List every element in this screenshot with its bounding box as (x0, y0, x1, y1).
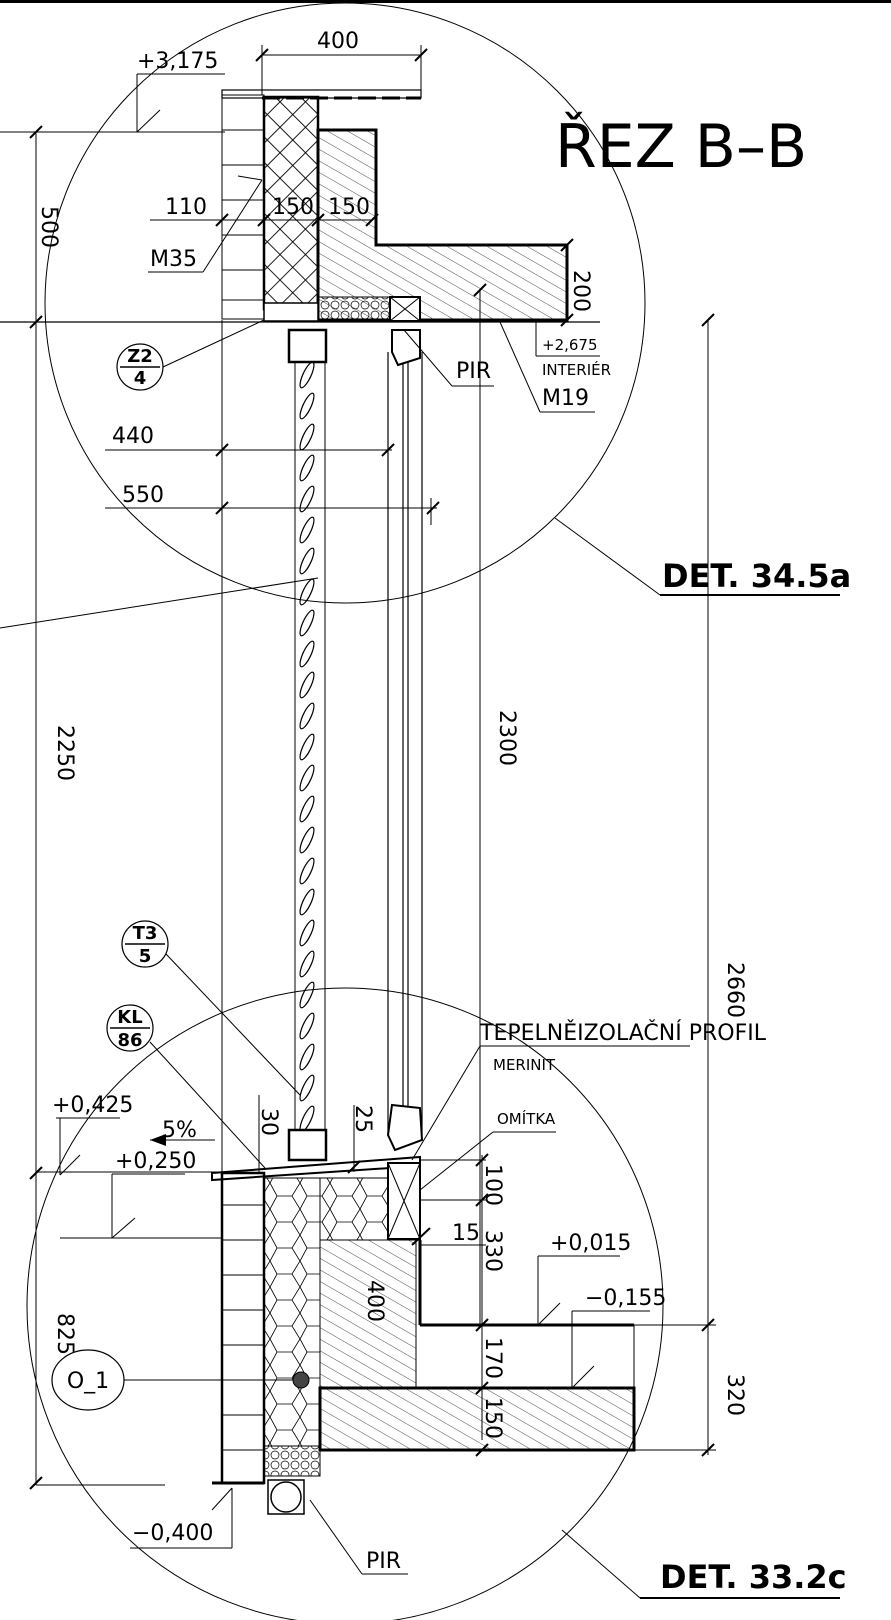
blind-slat (299, 454, 315, 482)
blind-slat (299, 640, 315, 668)
blind-slat (299, 671, 315, 699)
pir-strip-top (317, 296, 391, 322)
blind-slat (299, 516, 315, 544)
level-sill: +0,425 (52, 1093, 133, 1118)
o1-marker-dot (292, 1371, 310, 1389)
o1-bubble (51, 1349, 125, 1411)
dim-400: 400 (317, 29, 359, 54)
drain-pipe (270, 1481, 302, 1513)
dim-100: 100 (480, 1164, 505, 1206)
interior-note: INTERIÉR (542, 360, 611, 379)
dim-150c: 150 (480, 1397, 505, 1439)
blind-leader (0, 577, 319, 629)
label-m19: M19 (542, 386, 589, 411)
dim-150a: 150 (272, 195, 314, 220)
blind-slat (299, 361, 315, 389)
label-profile: TEPELNĚIZOLAČNÍ PROFIL (479, 1020, 767, 1046)
blind-box-top (287, 328, 328, 364)
label-m35: M35 (150, 247, 197, 272)
det-bottom-leader (561, 1529, 641, 1599)
drain-box (267, 1479, 305, 1515)
level-top-parapet: +3,175 (137, 49, 218, 74)
blind-slat (299, 1043, 315, 1071)
label-merinit: MERINIT (493, 1056, 556, 1074)
facade-cladding-top (221, 94, 265, 320)
blind-slat (299, 423, 315, 451)
level-interior: +2,675 (542, 336, 598, 354)
dim-440: 440 (112, 424, 154, 449)
blind-slat (299, 981, 315, 1009)
dim-30: 30 (256, 1108, 281, 1136)
dim-200: 200 (568, 270, 593, 312)
concrete-lintel (316, 128, 569, 322)
blind-slats (299, 361, 315, 1133)
level-slab-under: −0,155 (585, 1286, 666, 1311)
under-lintel-plate (263, 302, 319, 322)
blind-slat (299, 857, 315, 885)
dim-110: 110 (165, 195, 207, 220)
blind-slat (299, 919, 315, 947)
dim-400b: 400 (362, 1280, 387, 1322)
blind-slat (299, 888, 315, 916)
concrete-slab-bottom (318, 1386, 636, 1452)
label-pir-bottom: PIR (366, 1549, 401, 1574)
blind-box-bottom (287, 1128, 328, 1162)
level-floor: +0,015 (550, 1231, 631, 1256)
dim-320: 320 (722, 1374, 747, 1416)
z2-bubble-top: Z2 (127, 346, 153, 367)
section-title: ŘEZ B–B (555, 111, 807, 182)
level-ground: −0,400 (132, 1521, 213, 1546)
blind-slat (299, 764, 315, 792)
dim-550: 550 (122, 483, 164, 508)
t3-bubble-bottom: 5 (139, 946, 152, 967)
level-terrace: +0,250 (115, 1149, 196, 1174)
det-bottom-label: DET. 33.2c (660, 1558, 847, 1596)
kl-bubble-top: KL (117, 1007, 142, 1028)
dim-2660: 2660 (722, 962, 747, 1018)
dim-825: 825 (52, 1313, 77, 1355)
dim-15: 15 (452, 1221, 480, 1246)
blind-slat (299, 547, 315, 575)
blind-slat (299, 733, 315, 761)
detail-circle-top (44, 2, 646, 604)
concrete-wall-bottom (319, 1239, 417, 1389)
dim-2300: 2300 (494, 710, 519, 766)
dim-330: 330 (480, 1230, 505, 1272)
blind-slat (299, 950, 315, 978)
blind-slat (299, 826, 315, 854)
dim-2250: 2250 (52, 725, 77, 781)
blind-slat (299, 702, 315, 730)
blind-slat (299, 1074, 315, 1102)
t3-bubble-top: T3 (133, 923, 158, 944)
blind-slat (299, 578, 315, 606)
detail-circle-bottom (26, 987, 664, 1620)
dim-500: 500 (36, 206, 61, 248)
hex-insulation-outer (263, 1177, 321, 1447)
pir-strip-bottom (263, 1445, 321, 1477)
kl-bubble-bottom: 86 (117, 1030, 142, 1051)
facade-cladding-bottom (220, 1171, 266, 1485)
hex-insulation-sill (319, 1177, 389, 1241)
blind-slat (299, 795, 315, 823)
insulation-block-top (262, 95, 320, 311)
dim-150b: 150 (328, 195, 370, 220)
blind-slat (299, 609, 315, 637)
label-omitka: OMÍTKA (497, 1109, 556, 1128)
blind-slat (299, 485, 315, 513)
z2-bubble-bottom: 4 (134, 368, 147, 389)
window-frame (386, 329, 424, 1152)
blind-slat (299, 1012, 315, 1040)
blind-slat (299, 392, 315, 420)
label-pir-top: PIR (456, 359, 491, 384)
dim-170: 170 (480, 1337, 505, 1379)
slope-label: 5% (162, 1118, 197, 1143)
det-top-label: DET. 34.5a (662, 557, 851, 595)
o1-label: O_1 (67, 1369, 109, 1394)
det-top-leader (554, 517, 661, 596)
